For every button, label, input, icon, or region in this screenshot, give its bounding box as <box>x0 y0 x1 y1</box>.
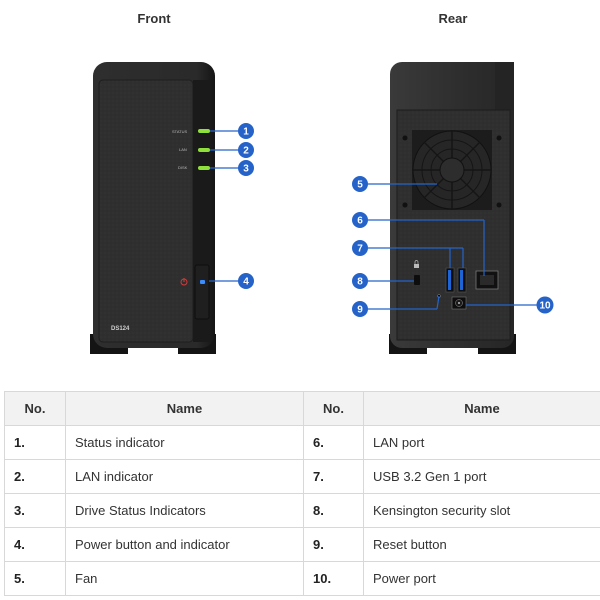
row-number: 9. <box>303 527 364 562</box>
table-row: 2. LAN indicator 7. USB 3.2 Gen 1 port <box>4 459 600 494</box>
kensington-slot <box>414 275 420 285</box>
component-table: No. Name No. Name 1. Status indicator 6.… <box>4 391 600 596</box>
row-name: Drive Status Indicators <box>65 493 304 528</box>
power-icon <box>180 278 188 286</box>
table-row: 3. Drive Status Indicators 8. Kensington… <box>4 493 600 528</box>
status-led <box>198 129 210 133</box>
svg-text:8: 8 <box>357 277 363 288</box>
lan-led-label: LAN <box>179 147 187 152</box>
callout-10: 10 <box>536 296 554 314</box>
usb-port-2 <box>457 267 467 293</box>
device-illustration: STATUS LAN DISK DS124 1 2 3 <box>90 62 554 354</box>
header-name-1: Name <box>65 391 304 426</box>
header-no-2: No. <box>303 391 364 426</box>
row-number: 3. <box>4 493 66 528</box>
fan <box>402 130 502 210</box>
row-number: 4. <box>4 527 66 562</box>
callout-7: 7 <box>352 240 368 256</box>
row-name: Reset button <box>363 527 600 562</box>
callout-4: 4 <box>238 273 254 289</box>
power-button[interactable] <box>194 264 210 320</box>
row-number: 5. <box>4 561 66 596</box>
disk-led-label: DISK <box>178 165 188 170</box>
front-device: STATUS LAN DISK DS124 1 2 3 <box>90 62 254 354</box>
row-number: 8. <box>303 493 364 528</box>
table-row: 1. Status indicator 6. LAN port <box>4 425 600 460</box>
usb-port-1 <box>445 267 455 293</box>
rear-view-title: Rear <box>438 11 468 26</box>
front-view-title: Front <box>137 11 171 26</box>
disk-led <box>198 166 210 170</box>
callout-6: 6 <box>352 212 368 228</box>
callout-8: 8 <box>352 273 368 289</box>
table-row: 5. Fan 10. Power port <box>4 561 600 596</box>
header-name-2: Name <box>363 391 600 426</box>
rear-device: 5 6 7 8 9 10 <box>352 62 554 354</box>
row-name: LAN port <box>363 425 600 460</box>
table-row: 4. Power button and indicator 9. Reset b… <box>4 527 600 562</box>
model-label: DS124 <box>111 326 130 332</box>
rear-top-lip <box>495 62 514 110</box>
svg-text:4: 4 <box>243 277 249 288</box>
row-number: 6. <box>303 425 364 460</box>
callout-1: 1 <box>238 123 254 139</box>
row-name: Status indicator <box>65 425 304 460</box>
callout-3: 3 <box>238 160 254 176</box>
power-port <box>451 296 467 310</box>
row-name: USB 3.2 Gen 1 port <box>363 459 600 494</box>
svg-text:6: 6 <box>357 216 363 227</box>
svg-text:10: 10 <box>539 301 551 312</box>
svg-text:7: 7 <box>357 244 363 255</box>
svg-text:3: 3 <box>243 164 249 175</box>
row-number: 7. <box>303 459 364 494</box>
lan-led <box>198 148 210 152</box>
svg-text:2: 2 <box>243 146 249 157</box>
callout-9: 9 <box>352 301 368 317</box>
table-header-row: No. Name No. Name <box>4 391 600 426</box>
svg-text:1: 1 <box>243 127 249 138</box>
lan-port <box>475 270 499 290</box>
front-panel <box>98 79 194 343</box>
status-led-label: STATUS <box>172 129 188 134</box>
callout-5: 5 <box>352 176 368 192</box>
row-name: LAN indicator <box>65 459 304 494</box>
callout-2: 2 <box>238 142 254 158</box>
header-no-1: No. <box>4 391 66 426</box>
row-number: 2. <box>4 459 66 494</box>
row-name: Power port <box>363 561 600 596</box>
row-name: Kensington security slot <box>363 493 600 528</box>
lock-icon <box>414 260 419 268</box>
svg-text:9: 9 <box>357 305 363 316</box>
row-name: Fan <box>65 561 304 596</box>
row-name: Power button and indicator <box>65 527 304 562</box>
row-number: 1. <box>4 425 66 460</box>
row-number: 10. <box>303 561 364 596</box>
svg-text:5: 5 <box>357 180 363 191</box>
power-indicator <box>200 280 205 284</box>
